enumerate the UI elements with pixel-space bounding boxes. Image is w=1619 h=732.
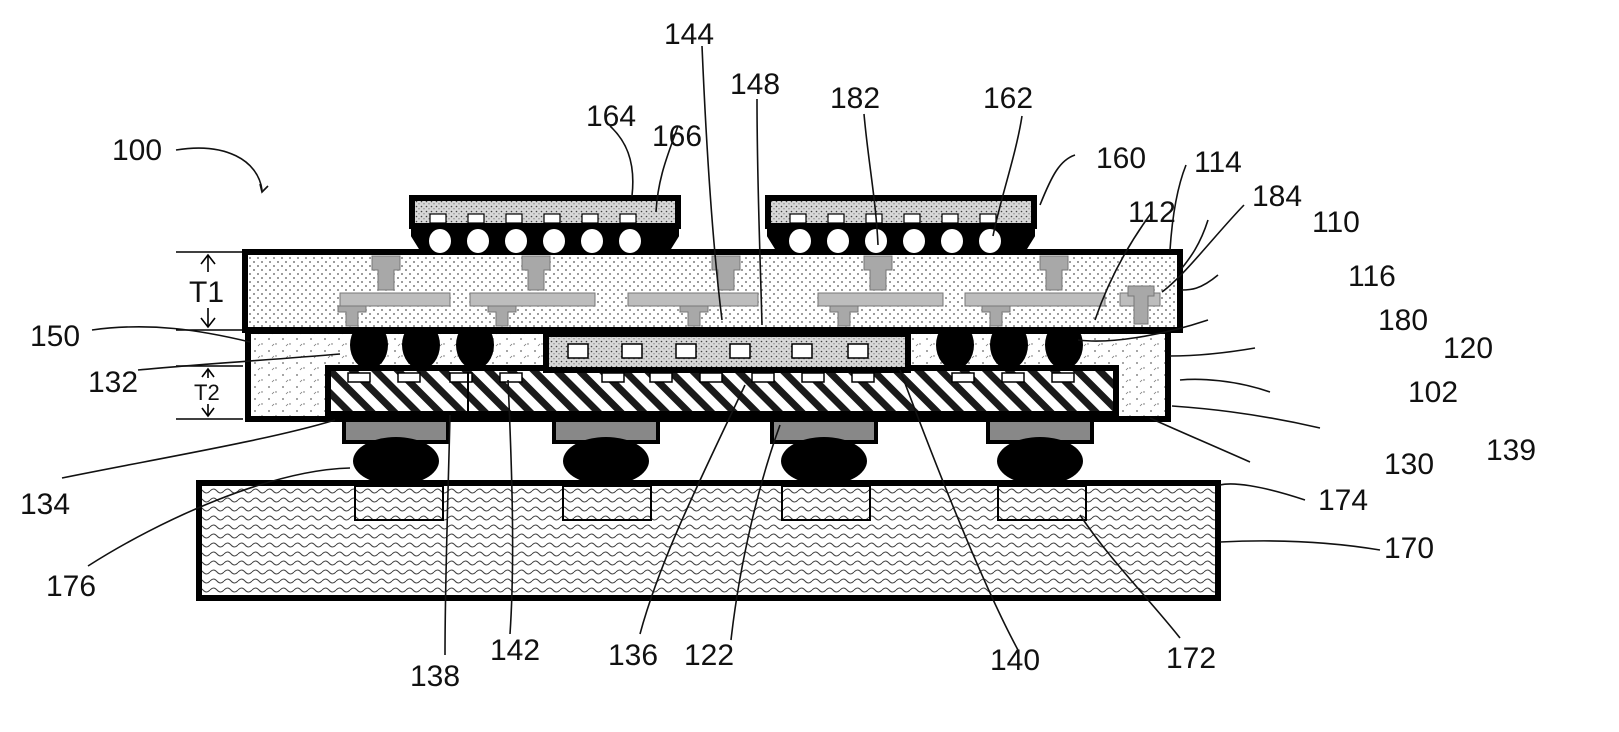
label-160: 160 <box>1096 142 1146 175</box>
substrate-pads <box>348 373 1074 382</box>
label-180: 180 <box>1378 304 1428 337</box>
label-102: 102 <box>1408 376 1458 409</box>
lower-solder-bumps <box>344 420 1092 485</box>
label-116: 116 <box>1348 260 1396 293</box>
label-122: 122 <box>684 639 734 672</box>
redistribution-layer <box>245 252 1180 330</box>
label-100: 100 <box>112 134 162 167</box>
label-164: 164 <box>586 100 636 133</box>
label-134: 134 <box>20 488 70 521</box>
label-144: 144 <box>664 18 714 51</box>
label-t2: T2 <box>194 380 220 405</box>
top-package-right <box>768 198 1034 253</box>
label-172: 172 <box>1166 642 1216 675</box>
label-t1: T1 <box>189 276 224 309</box>
substrate-hatched <box>328 368 1116 414</box>
label-150: 150 <box>30 320 80 353</box>
label-138: 138 <box>410 660 460 693</box>
label-136: 136 <box>608 639 658 672</box>
label-170: 170 <box>1384 532 1434 565</box>
embedded-die <box>546 334 908 370</box>
label-182: 182 <box>830 82 880 115</box>
label-162: 162 <box>983 82 1033 115</box>
label-120: 120 <box>1443 332 1493 365</box>
label-148: 148 <box>730 68 780 101</box>
label-174: 174 <box>1318 484 1368 517</box>
label-114: 114 <box>1194 146 1242 179</box>
label-140: 140 <box>990 644 1040 677</box>
label-142: 142 <box>490 634 540 667</box>
label-130: 130 <box>1384 448 1434 481</box>
label-139: 139 <box>1486 434 1536 467</box>
label-132: 132 <box>88 366 138 399</box>
label-110: 110 <box>1312 206 1360 239</box>
label-176: 176 <box>46 570 96 603</box>
pcb-board <box>199 483 1218 598</box>
label-184: 184 <box>1252 180 1302 213</box>
top-package-left <box>412 198 678 253</box>
label-112: 112 <box>1128 196 1176 229</box>
label-166: 166 <box>652 120 702 153</box>
